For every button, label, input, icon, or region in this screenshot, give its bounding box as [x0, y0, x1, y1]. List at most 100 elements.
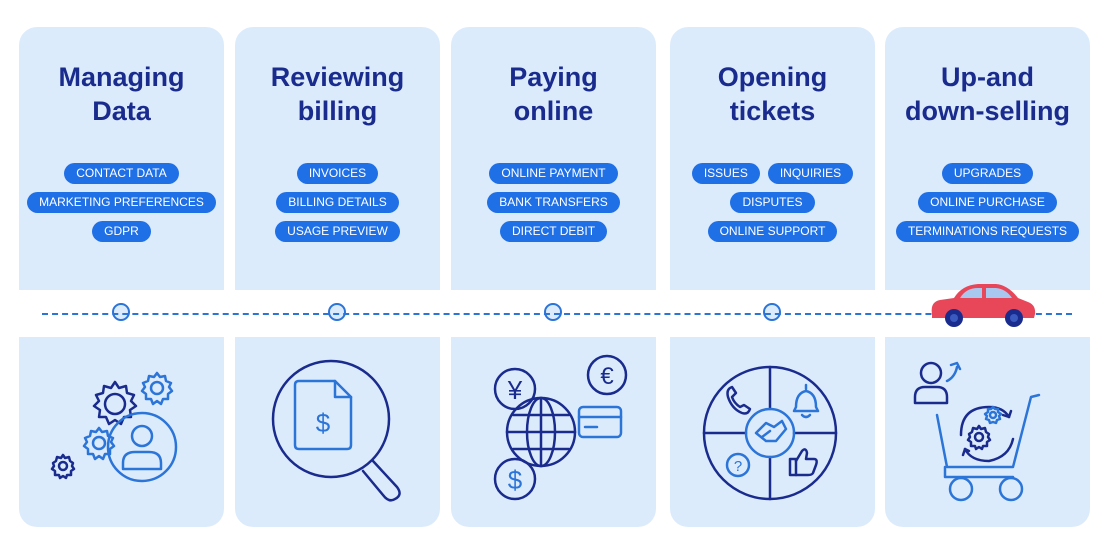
tag-list: CONTACT DATA MARKETING PREFERENCES GDPR — [19, 163, 224, 242]
tag-row: UPGRADES — [941, 163, 1034, 184]
tag-row: USAGE PREVIEW — [275, 221, 400, 242]
timeline-dashed-line — [42, 313, 1072, 315]
svg-text:€: € — [600, 363, 614, 390]
gear-icon — [983, 405, 1003, 425]
user-icon — [106, 411, 178, 483]
tag-list: INVOICES BILLING DETAILS USAGE PREVIEW — [235, 163, 440, 242]
tag-pill: CONTACT DATA — [64, 163, 179, 184]
svg-text:$: $ — [508, 465, 523, 495]
tag-pill: ONLINE PAYMENT — [489, 163, 618, 184]
phone-icon — [726, 385, 752, 415]
handshake-icon — [754, 419, 788, 443]
tag-pill: GDPR — [92, 221, 151, 242]
timeline-node — [112, 303, 130, 321]
stage-title: Reviewing billing — [235, 60, 440, 128]
tag-pill: ONLINE PURCHASE — [918, 192, 1057, 213]
arrow-up-icon — [945, 361, 962, 383]
stage-title-line-1: Up-and — [941, 62, 1034, 92]
tag-pill: UPGRADES — [941, 163, 1034, 184]
tag-pill: BILLING DETAILS — [276, 192, 399, 213]
tag-pill: TERMINATIONS REQUESTS — [895, 221, 1080, 242]
stage-title: Up-and down-selling — [885, 60, 1090, 128]
thumbs-up-icon — [788, 448, 818, 477]
tag-row: MARKETING PREFERENCES — [27, 192, 216, 213]
magnifier-icon — [271, 359, 401, 502]
support-wheel-icon — [702, 365, 838, 501]
stage-title-line-1: Paying — [509, 62, 598, 92]
gear-icon — [92, 380, 138, 426]
stage-illustration-4: ? — [670, 337, 875, 527]
gear-icon — [966, 424, 992, 451]
stage-title-line-1: Opening — [717, 62, 828, 92]
invoice-icon: $ — [293, 379, 353, 451]
yen-coin-icon: ¥ — [493, 367, 537, 411]
stage-title-line-2: Data — [92, 96, 151, 126]
tag-row: ONLINE PURCHASE — [918, 192, 1057, 213]
tag-row: ONLINE PAYMENT — [489, 163, 618, 184]
tag-pill: ONLINE SUPPORT — [707, 221, 838, 242]
tag-row: INVOICES — [296, 163, 379, 184]
tag-row: ONLINE SUPPORT — [707, 221, 838, 242]
magnifier-invoice-icon: $ — [271, 359, 401, 502]
svg-text:¥: ¥ — [507, 375, 523, 405]
timeline-node — [763, 303, 781, 321]
stage-title: Opening tickets — [670, 60, 875, 128]
tag-row: GDPR — [92, 221, 151, 242]
tag-row: TERMINATIONS REQUESTS — [895, 221, 1080, 242]
gears-user-icon — [50, 371, 178, 483]
svg-text:?: ? — [734, 458, 742, 475]
tag-pill: ISSUES — [691, 163, 760, 184]
stage-illustration-3: ¥ € $ — [451, 337, 656, 527]
stage-title-line-1: Managing — [58, 62, 185, 92]
question-icon: ? — [725, 452, 751, 478]
stage-title-line-1: Reviewing — [270, 62, 405, 92]
tag-row: BILLING DETAILS — [276, 192, 399, 213]
bell-icon — [792, 383, 820, 419]
gear-icon — [50, 453, 76, 480]
tag-row: DISPUTES — [730, 192, 815, 213]
stage-illustration-1 — [19, 337, 224, 527]
tag-list: ISSUES INQUIRIES DISPUTES ONLINE SUPPORT — [670, 163, 875, 242]
tag-row: CONTACT DATA — [64, 163, 179, 184]
tag-row: DIRECT DEBIT — [499, 221, 608, 242]
euro-coin-icon: € — [586, 354, 628, 396]
dollar-symbol: $ — [316, 408, 331, 438]
stage-title-line-2: online — [513, 96, 594, 126]
tag-pill: INQUIRIES — [767, 163, 854, 184]
stage-title: Paying online — [451, 60, 656, 128]
tag-pill: DIRECT DEBIT — [499, 221, 608, 242]
stage-illustration-5 — [885, 337, 1090, 527]
credit-card-icon — [577, 405, 623, 439]
tag-pill: MARKETING PREFERENCES — [27, 192, 216, 213]
gear-icon — [140, 371, 174, 406]
refresh-gears-icon — [959, 405, 1015, 463]
gear-icon — [82, 426, 116, 461]
tag-list: UPGRADES ONLINE PURCHASE TERMINATIONS REQU… — [885, 163, 1090, 242]
tag-pill: INVOICES — [296, 163, 379, 184]
stage-title-line-2: billing — [297, 96, 378, 126]
tag-row: BANK TRANSFERS — [487, 192, 620, 213]
globe-currency-icon: ¥ € $ — [493, 354, 628, 501]
cart-user-icon — [913, 361, 1041, 502]
support-wheel-icon: ? — [702, 365, 838, 501]
dollar-coin-icon: $ — [493, 457, 537, 501]
tag-pill: BANK TRANSFERS — [487, 192, 620, 213]
timeline-node — [544, 303, 562, 321]
globe-icon — [505, 396, 577, 468]
tag-row: ISSUES INQUIRIES — [691, 163, 854, 184]
stage-title-line-2: down-selling — [905, 96, 1070, 126]
user-icon — [913, 361, 949, 405]
shopping-cart-icon — [935, 393, 1041, 502]
tag-pill: USAGE PREVIEW — [275, 221, 400, 242]
tag-pill: DISPUTES — [730, 192, 815, 213]
stage-illustration-2: $ — [235, 337, 440, 527]
tag-list: ONLINE PAYMENT BANK TRANSFERS DIRECT DEBIT — [451, 163, 656, 242]
stage-title-line-2: tickets — [729, 96, 816, 126]
car-icon — [931, 284, 1036, 327]
